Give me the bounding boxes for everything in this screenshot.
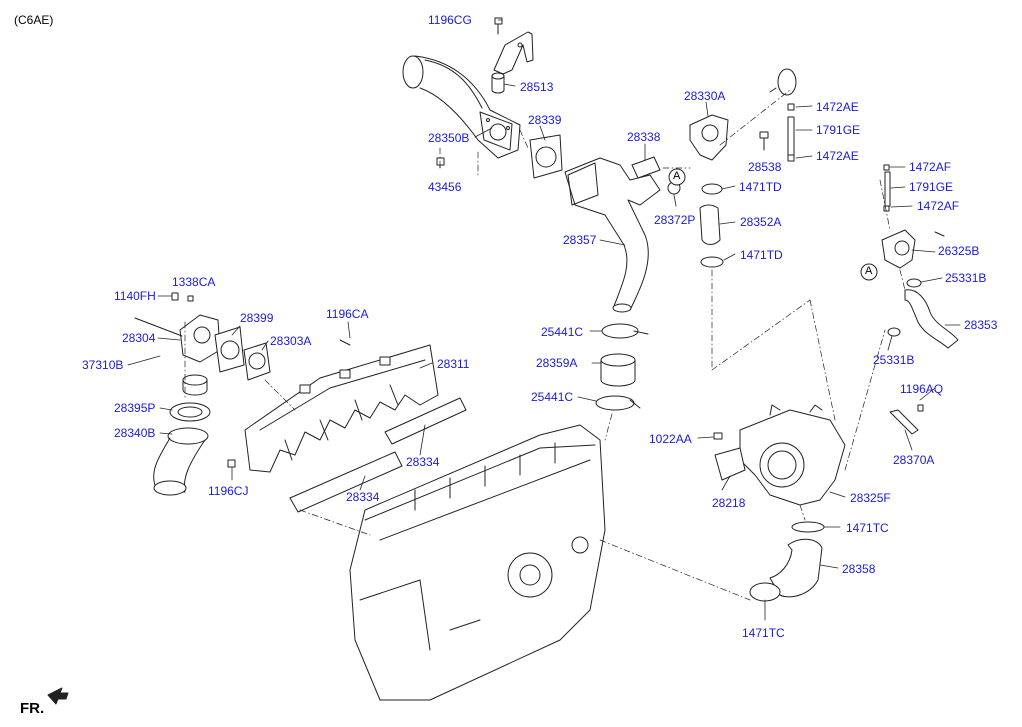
hose-28359a-part	[600, 353, 636, 387]
hose-28358-part	[769, 538, 823, 598]
bracket-28370a-part	[889, 404, 924, 435]
circle-a-marker-lower: A	[865, 265, 873, 277]
label-28513[interactable]: 28513	[520, 80, 554, 94]
label-28334-lower[interactable]: 28334	[346, 490, 380, 504]
label-28395p[interactable]: 28395P	[114, 401, 156, 415]
label-28338[interactable]: 28338	[627, 130, 661, 144]
label-1471td-lower[interactable]: 1471TD	[740, 248, 783, 262]
label-28325f[interactable]: 28325F	[850, 491, 891, 505]
label-28399[interactable]: 28399	[240, 311, 274, 325]
label-1196cj[interactable]: 1196CJ	[208, 484, 249, 498]
gasket-28334-lower-part	[289, 451, 403, 513]
label-1472af-upper[interactable]: 1472AF	[909, 160, 952, 174]
label-25331b-upper[interactable]: 25331B	[945, 271, 987, 285]
label-43456[interactable]: 43456	[428, 180, 462, 194]
front-direction-label: FR.	[20, 700, 45, 717]
label-25441c-lower[interactable]: 25441C	[531, 390, 574, 404]
label-1196aq[interactable]: 1196AQ	[900, 382, 944, 396]
label-1338ca[interactable]: 1338CA	[172, 275, 216, 289]
label-1472af-lower[interactable]: 1472AF	[917, 199, 960, 213]
valve-26325b-part	[881, 229, 945, 269]
bolt-1196cg-part	[494, 17, 503, 35]
intake-manifold-28311-part	[244, 344, 439, 473]
clamp-25441c-lower-part	[595, 395, 641, 411]
label-25441c-upper[interactable]: 25441C	[541, 325, 584, 339]
circle-a-marker-upper: A	[673, 170, 681, 182]
label-1472ae-upper[interactable]: 1472AE	[816, 100, 859, 114]
label-28352a[interactable]: 28352A	[740, 215, 782, 229]
clamp-1471td-lower-part	[700, 256, 724, 268]
label-28303a[interactable]: 28303A	[270, 334, 312, 348]
gasket-28338-part	[631, 156, 661, 179]
label-28372p[interactable]: 28372P	[654, 213, 696, 227]
bracket-part	[493, 31, 534, 75]
label-1471tc-lower[interactable]: 1471TC	[742, 626, 785, 640]
label-1196cg[interactable]: 1196CG	[428, 13, 472, 27]
label-28218[interactable]: 28218	[712, 496, 746, 510]
cylinder-block-part	[349, 424, 606, 701]
label-28538[interactable]: 28538	[748, 160, 782, 174]
label-28339[interactable]: 28339	[528, 113, 562, 127]
label-25331b-lower[interactable]: 25331B	[873, 353, 915, 367]
label-1471tc-upper[interactable]: 1471TC	[846, 521, 889, 535]
label-28340b[interactable]: 28340B	[114, 426, 156, 440]
label-28350b[interactable]: 28350B	[428, 131, 470, 145]
label-1791ge-lower[interactable]: 1791GE	[909, 180, 954, 194]
label-1791ge-upper[interactable]: 1791GE	[816, 123, 861, 137]
gasket-28339-part	[529, 134, 563, 179]
label-28357[interactable]: 28357	[563, 233, 597, 247]
label-28359a[interactable]: 28359A	[536, 356, 578, 370]
label-28304[interactable]: 28304	[122, 331, 156, 345]
label-28311[interactable]: 28311	[437, 357, 470, 371]
hose-28353-part	[904, 289, 959, 349]
hose-28352a-part	[699, 204, 721, 245]
clamp-25441c-upper-part	[601, 323, 649, 339]
bolt-28538-part	[759, 131, 769, 151]
label-37310b[interactable]: 37310B	[82, 358, 124, 372]
housing-28330a-part	[689, 114, 729, 161]
clamp-1471td-upper-part	[701, 183, 723, 195]
label-28358[interactable]: 28358	[842, 562, 876, 576]
label-1196ca[interactable]: 1196CA	[326, 307, 369, 321]
variant-code: (C6AE)	[14, 13, 54, 27]
elbow-28340b-part	[153, 427, 209, 496]
label-28330a[interactable]: 28330A	[684, 89, 726, 103]
flange-28304-part	[179, 314, 221, 363]
sensor-part	[769, 68, 797, 96]
intake-pipe-28350b-part	[402, 55, 521, 159]
bracket-28218-part	[714, 447, 746, 481]
label-28353[interactable]: 28353	[964, 318, 998, 332]
label-1471td-upper[interactable]: 1471TD	[739, 180, 782, 194]
label-1022aa[interactable]: 1022AA	[649, 432, 692, 446]
label-26325b[interactable]: 26325B	[938, 244, 980, 258]
label-28370a[interactable]: 28370A	[893, 453, 935, 467]
gasket-28399-part	[214, 326, 245, 373]
sleeve-28513-part	[491, 72, 505, 94]
label-28334-right[interactable]: 28334	[406, 455, 440, 469]
bolt-43456-part	[436, 157, 445, 166]
gasket-28395p-part	[169, 402, 211, 422]
pipe-28357-part	[564, 157, 661, 313]
gasket-28303a-part	[243, 342, 271, 381]
water-pump-28325f-part	[739, 404, 846, 506]
gasket-28334-right-part	[384, 397, 467, 445]
label-1472ae-lower[interactable]: 1472AE	[816, 149, 859, 163]
label-1140fh[interactable]: 1140FH	[114, 289, 156, 303]
